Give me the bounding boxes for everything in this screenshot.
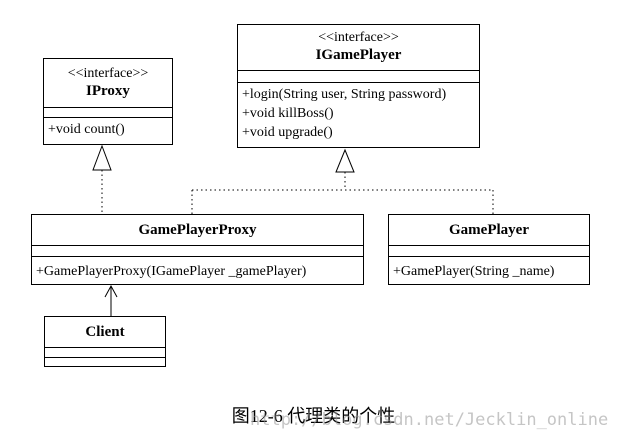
figure-caption: 图12-6 代理类的个性 <box>231 406 396 426</box>
iproxy-operation: +void count() <box>48 122 125 137</box>
igameplayer-stereotype: <<interface>> <box>318 30 399 45</box>
iproxy-operations-section: +void count() <box>44 117 172 139</box>
iproxy-stereotype: <<interface>> <box>67 66 149 81</box>
iproxy-name: IProxy <box>86 83 130 99</box>
client-header: Client <box>45 317 165 347</box>
gameplayerproxy-operations-section: +GamePlayerProxy(IGamePlayer _gamePlayer… <box>32 256 363 281</box>
iproxy-header: <<interface>> IProxy <box>44 59 172 107</box>
igameplayer-operation: +void upgrade() <box>242 125 333 140</box>
gameplayer-header: GamePlayer <box>389 215 589 245</box>
igameplayer-name: IGamePlayer <box>315 47 402 63</box>
gameplayer-name: GamePlayer <box>449 222 529 238</box>
client-operations-section <box>45 357 165 367</box>
iproxy-attributes-section <box>44 107 172 117</box>
client-attributes-section <box>45 347 165 357</box>
gameplayer-operations-section: +GamePlayer(String _name) <box>389 256 589 281</box>
igameplayer-attributes-section <box>238 70 479 82</box>
gameplayerproxy-header: GamePlayerProxy <box>32 215 363 245</box>
iproxy-realization-arrowhead <box>92 144 112 171</box>
gameplayerproxy-operation: +GamePlayerProxy(IGamePlayer _gamePlayer… <box>36 264 307 279</box>
watermark: http://blog.csdn.net/Jecklin_online <box>250 410 609 430</box>
gameplayer-class-box: GamePlayer +GamePlayer(String _name) <box>388 214 590 285</box>
igameplayer-realization-arrowhead <box>335 148 355 173</box>
igameplayer-class-box: <<interface>> IGamePlayer +login(String … <box>237 24 480 148</box>
gameplayerproxy-attributes-section <box>32 245 363 256</box>
igameplayer-operations-section: +login(String user, String password) +vo… <box>238 82 479 142</box>
client-name: Client <box>85 324 125 340</box>
gameplayerproxy-name: GamePlayerProxy <box>138 222 257 238</box>
iproxy-class-box: <<interface>> IProxy +void count() <box>43 58 173 145</box>
gameplayer-attributes-section <box>389 245 589 256</box>
igameplayer-header: <<interface>> IGamePlayer <box>238 25 479 70</box>
igameplayer-operation: +void killBoss() <box>242 106 334 121</box>
gameplayerproxy-class-box: GamePlayerProxy +GamePlayerProxy(IGamePl… <box>31 214 364 285</box>
client-class-box: Client <box>44 316 166 367</box>
igameplayer-operation: +login(String user, String password) <box>242 87 447 102</box>
client-association-arrowhead <box>104 284 118 298</box>
gameplayer-operation: +GamePlayer(String _name) <box>393 264 555 279</box>
